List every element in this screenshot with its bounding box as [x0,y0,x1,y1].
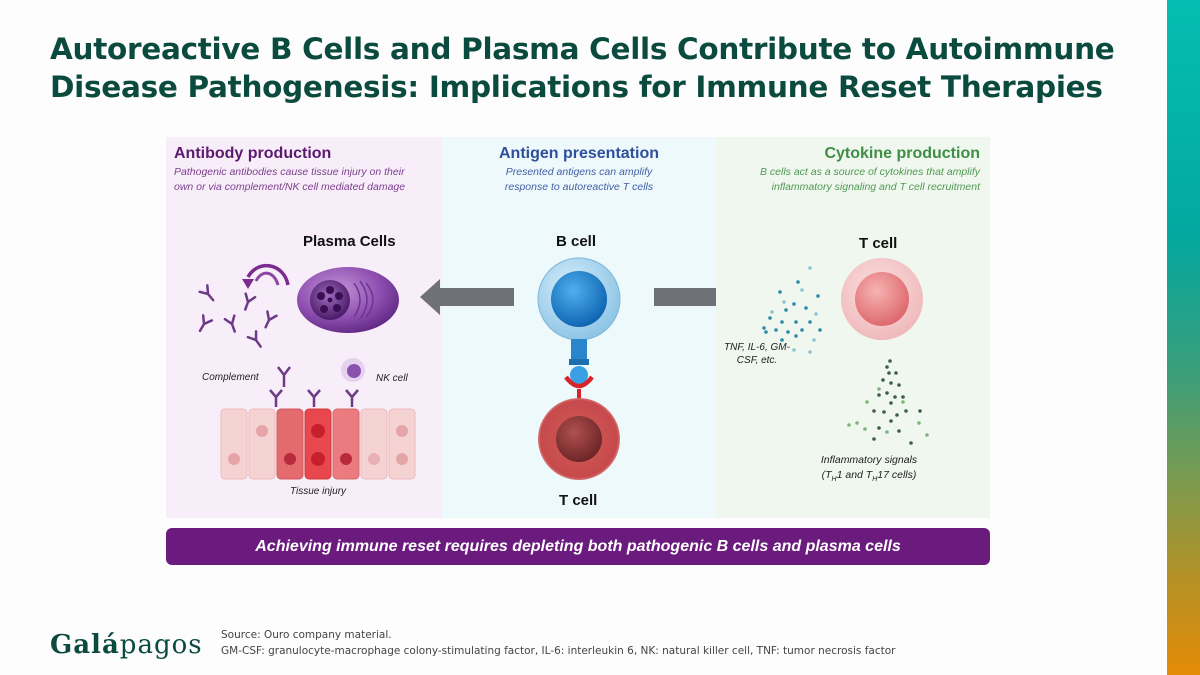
slide-title: Autoreactive B Cells and Plasma Cells Co… [50,30,1130,106]
brand-gradient-bar [1167,0,1200,675]
panel-heading: Antigen presentation [498,145,659,162]
b-cell-icon [537,257,621,401]
title-line-1: Autoreactive B Cells and Plasma Cells Co… [50,32,1115,66]
cytokine-label: TNF, IL-6, GM- CSF, etc. [724,342,790,366]
panel-cytokine-production: Cytokine production B cells act as a sou… [716,137,990,518]
title-line-2: Disease Pathogenesis: Implications for I… [50,70,1103,104]
tissue-injury-label: Tissue injury [290,486,347,497]
mechanism-figure: Antibody production Pathogenic antibodie… [166,137,990,518]
cytokine-particles-icon [762,266,822,354]
arrow-left-icon [420,279,514,315]
panel-subtitle: Presented antigens can amplify response … [504,166,654,193]
t-cell-label: T cell [559,492,598,509]
b-cell-label: B cell [556,233,597,250]
t-cell-icon [538,398,620,480]
nk-cell-label: NK cell [376,373,408,384]
panel-heading: Antibody production [174,145,332,162]
plasma-cells-label: Plasma Cells [303,233,396,250]
panel-antibody-production: Antibody production Pathogenic antibodie… [166,137,442,518]
tissue-injury-icon [220,408,416,480]
bound-antibodies-icon [269,389,359,407]
key-message-banner: Achieving immune reset requires depletin… [166,528,990,565]
plasma-cell-icon [297,267,399,333]
secretion-arrow-icon [242,263,290,289]
inflammatory-signals-label: Inflammatory signals (TH1 and TH17 cells… [820,454,918,484]
footnotes: Source: Ouro company material. GM-CSF: g… [221,627,895,659]
source-note: Source: Ouro company material. [221,629,392,641]
antibodies-icon [198,284,278,348]
inflammatory-signals-icon [847,359,929,445]
galapagos-logo: Galápagos [50,630,203,660]
panel-subtitle: Pathogenic antibodies cause tissue injur… [174,166,406,193]
abbreviations-note: GM-CSF: granulocyte-macrophage colony-st… [221,645,896,657]
panel-antigen-presentation: Antigen presentation Presented antigens … [420,137,742,518]
complement-icon [277,366,291,387]
t-cell-label: T cell [859,235,898,252]
t-cell-icon [841,258,923,340]
panel-subtitle: B cells act as a source of cytokines tha… [759,166,980,193]
complement-label: Complement [202,372,259,383]
panel-heading: Cytokine production [824,145,980,162]
nk-cell-icon [341,358,365,382]
